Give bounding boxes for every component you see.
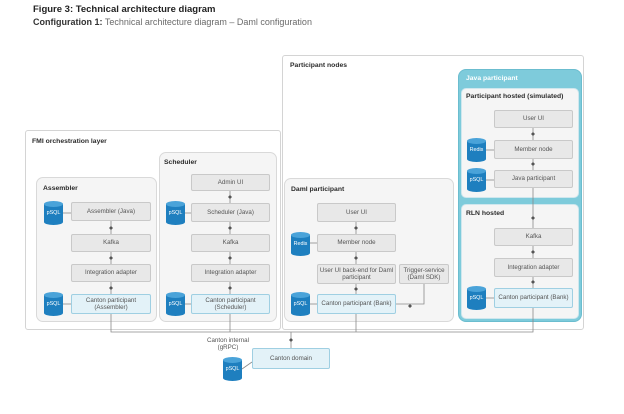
scheduler-kafka-box: Kafka	[191, 234, 270, 252]
figure-subtitle: Configuration 1: Technical architecture …	[33, 17, 312, 27]
arrow-diamond	[531, 216, 535, 220]
rln-kafka-box: Kafka	[494, 228, 573, 246]
fmi-orchestration-title: FMI orchestration layer	[32, 138, 107, 145]
daml-user-ui-box: User UI	[317, 203, 396, 222]
rln-canton-participant-box: Canton participant (Bank)	[494, 288, 573, 308]
scheduler-title: Scheduler	[164, 159, 197, 166]
subtitle-prefix: Configuration 1:	[33, 17, 103, 27]
daml-psql-db-icon: pSQL	[291, 292, 310, 316]
assembler-participant-psql-db-icon: pSQL	[44, 292, 63, 316]
arrow-diamond	[408, 304, 412, 308]
arrow-diamond	[531, 250, 535, 254]
arrow-diamond	[228, 256, 232, 260]
arrow-diamond	[354, 287, 358, 291]
arrow-diamond	[531, 280, 535, 284]
hosted-java-participant-box: Java participant	[494, 170, 573, 188]
scheduler-canton-participant-box: Canton participant (Scheduler)	[191, 294, 270, 314]
scheduler-admin-ui-box: Admin UI	[191, 174, 270, 191]
java-participant-title: Java participant	[466, 75, 518, 82]
arrow-diamond	[289, 338, 293, 342]
scheduler-java-box: Scheduler (Java)	[191, 203, 270, 222]
hosted-user-ui-box: User UI	[494, 110, 573, 128]
arrow-diamond	[354, 256, 358, 260]
arrow-diamond	[228, 286, 232, 290]
rln-integration-box: Integration adapter	[494, 258, 573, 277]
arrow-diamond	[228, 226, 232, 230]
rln-psql-db-icon: pSQL	[467, 286, 486, 310]
arrow-diamond	[109, 286, 113, 290]
daml-redis-db-icon: Redis	[291, 232, 310, 256]
trigger-participant-link	[396, 284, 425, 305]
scheduler-integration-box: Integration adapter	[191, 264, 270, 282]
arrow-diamond	[228, 195, 232, 199]
assembler-psql-db-icon: pSQL	[44, 201, 63, 225]
arrow-diamond	[531, 162, 535, 166]
daml-member-node-box: Member node	[317, 234, 396, 252]
scheduler-participant-psql-db-icon: pSQL	[166, 292, 185, 316]
assembler-kafka-box: Kafka	[71, 234, 151, 252]
canton-domain-box: Canton domain	[252, 348, 330, 369]
participant-hosted-title: Participant hosted (simulated)	[466, 93, 564, 100]
assembler-canton-participant-box: Canton participant (Assembler)	[71, 294, 151, 314]
rln-hosted-title: RLN hosted	[466, 210, 505, 217]
arrow-diamond	[109, 256, 113, 260]
participant-nodes-title: Participant nodes	[290, 62, 348, 69]
assembler-integration-box: Integration adapter	[71, 264, 151, 282]
trigger-service-box: Trigger-service (Daml SDK)	[399, 264, 449, 284]
scheduler-psql-db-icon: pSQL	[166, 201, 185, 225]
daml-canton-participant-box: Canton participant (Bank)	[317, 294, 396, 314]
assembler-title: Assembler	[43, 185, 78, 192]
canton-internal-label: Canton internal (gRPC)	[207, 337, 249, 352]
arrow-diamond	[354, 226, 358, 230]
assembler-java-box: Assembler (Java)	[71, 202, 151, 221]
canton-domain-psql-db-icon: pSQL	[223, 357, 242, 381]
hosted-member-node-box: Member node	[494, 140, 573, 159]
arrow-diamond	[531, 132, 535, 136]
figure-title: Figure 3: Technical architecture diagram	[33, 4, 216, 15]
subtitle-text: Technical architecture diagram – Daml co…	[104, 17, 312, 27]
hosted-redis-db-icon: Redis	[467, 138, 486, 162]
daml-backend-box: User UI back-end for Daml participant	[317, 264, 396, 284]
hosted-psql-db-icon: pSQL	[467, 168, 486, 192]
arrow-diamond	[109, 226, 113, 230]
domain-db-link	[241, 361, 253, 370]
daml-participant-title: Daml participant	[291, 186, 345, 193]
participants-to-domain-link	[110, 308, 534, 333]
